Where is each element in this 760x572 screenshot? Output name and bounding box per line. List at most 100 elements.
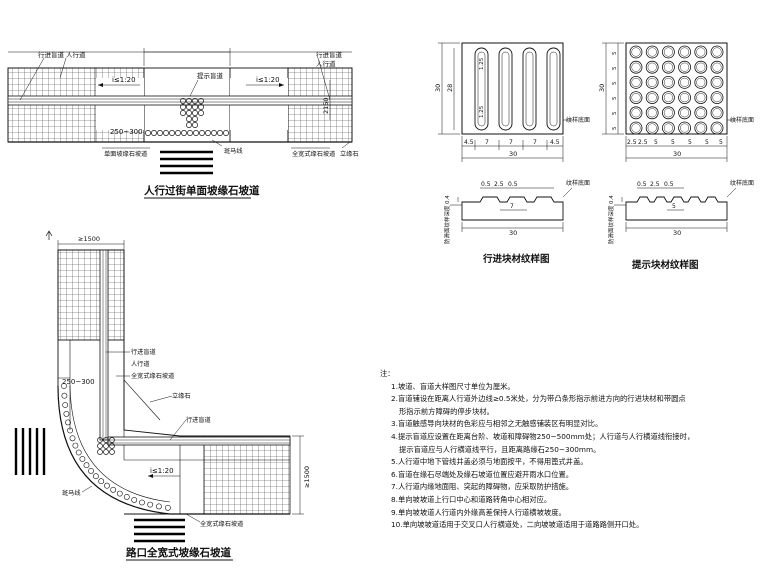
travel-tile-plan <box>438 42 573 232</box>
note-2-cont: 形指示前方障碍的停步块材。 <box>399 406 494 416</box>
warning-dot-inner <box>680 123 690 133</box>
warning-dots-corner <box>97 437 115 455</box>
dim-warn-5-h3: 5 <box>688 139 692 146</box>
warning-dot <box>629 91 643 104</box>
title-crossing: 人行过街单面坡缘石坡道 <box>144 184 260 197</box>
warning-dot-inner <box>647 123 657 133</box>
dim-warn-05-a: 0.5 <box>637 181 647 188</box>
warning-dot <box>62 402 69 408</box>
dim-travel-7-section: 7 <box>510 203 514 210</box>
corner-ramp-diagram <box>14 230 304 543</box>
warning-dot-inner <box>696 108 706 118</box>
warning-dot <box>67 427 73 434</box>
warning-dot <box>199 130 205 136</box>
dim-travel-30-vert: 30 <box>434 84 442 92</box>
label-crosswalk-2: 斑马线 <box>62 489 81 497</box>
warning-dot <box>93 473 99 480</box>
warning-dots-row <box>145 130 229 136</box>
label-sidewalk-2: 人行道 <box>316 59 336 68</box>
warning-dot <box>139 499 145 506</box>
warning-dot <box>694 45 708 59</box>
warning-dot <box>645 45 659 59</box>
dim-travel-30-bottom: 30 <box>509 150 517 158</box>
warning-dot-inner <box>712 108 722 118</box>
warning-dot <box>694 91 708 104</box>
warning-dot-inner <box>631 77 641 87</box>
dim-travel-7-b: 7 <box>509 139 513 146</box>
warning-dot <box>164 504 171 511</box>
warning-dot <box>645 60 659 74</box>
warning-dot <box>181 130 187 136</box>
note-7: 7.人行道内缘地面阻、突起的障碍物，应采取防护措施。 <box>391 482 574 492</box>
label-uniform-curb-1: 立缘石 <box>340 150 359 158</box>
note-10: 10.单向坡坡道适用于交叉口人行横道处，二向坡坡道适用于道路路侧开口处。 <box>391 520 644 530</box>
warning-dot-inner <box>696 77 706 87</box>
warning-dot-inner <box>663 47 673 57</box>
label-travel-blind-4: 行进盲道 <box>186 416 211 424</box>
label-full-curb-1: 全宽式缘石坡道 <box>292 150 335 158</box>
warning-dot <box>98 478 105 485</box>
warning-dot <box>662 60 675 74</box>
warning-dot <box>645 76 659 89</box>
warning-dot <box>694 60 708 74</box>
dim-warn-5-v5: 5 <box>612 111 618 115</box>
label-single-curb: 单面坡缘石坡道 <box>104 150 147 158</box>
label-anti-slip-2: 防滑面纹样深度 <box>607 205 615 244</box>
dim-travel-45-left: 4.5 <box>464 139 474 146</box>
dim-travel-7-c: 7 <box>533 139 537 146</box>
label-travel-blind-2: 行进盲道 <box>316 50 343 59</box>
label-texture-bottom-2: 纹样底面 <box>566 179 590 187</box>
warning-dot <box>61 383 67 389</box>
travel-blind-vertical <box>99 249 109 441</box>
dim-warn-5-h1: 5 <box>654 139 658 146</box>
warning-dot-inner <box>647 77 657 87</box>
warning-dots-center <box>180 98 204 128</box>
note-3: 3.盲道触感导向块材的色彩应与相邻之无触感铺装区有明显对比。 <box>391 419 603 429</box>
warning-dot <box>678 76 691 89</box>
warning-dot <box>187 130 193 136</box>
title-corner: 路口全宽式坡缘石坡道 <box>126 546 231 559</box>
warning-dot-inner <box>696 93 706 103</box>
warning-dot <box>694 76 708 89</box>
warning-dot <box>83 462 90 469</box>
warning-dot <box>69 435 76 442</box>
label-travel-blind-1: 行进盲道 <box>38 50 65 59</box>
note-4: 4.提示盲道应设置在距离台阶、坡道和障碍物250~500mm处；人行道与人行横道… <box>391 431 695 441</box>
travel-blind-horizontal <box>107 436 291 446</box>
warning-dot <box>205 130 211 136</box>
warning-dot <box>629 76 643 89</box>
dim-travel-7-a: 7 <box>485 139 489 146</box>
dim-travel-05-a: 0.5 <box>481 181 491 188</box>
warning-dot-inner <box>663 62 673 72</box>
label-full-curb-2: 全宽式缘石坡道 <box>131 372 174 380</box>
dim-travel-25: 2.5 <box>494 181 504 188</box>
warning-dot <box>678 60 691 74</box>
label-full-curb-3: 全宽式缘石坡道 <box>200 520 243 528</box>
label-warning-blind-1: 提示盲道 <box>197 71 224 80</box>
warning-dot <box>151 130 157 136</box>
dim-warn-5-h5: 5 <box>719 139 723 146</box>
travel-bars <box>474 47 561 131</box>
dim-travel-bar-top: 1.25 <box>479 57 485 70</box>
warning-dot <box>710 106 724 120</box>
warning-dot <box>710 121 724 135</box>
dim-warn-5-h2: 5 <box>671 139 675 146</box>
label-slope-1: i≤1:20 <box>112 76 136 84</box>
warning-dot-inner <box>712 62 722 72</box>
warning-dots-grid <box>629 45 724 135</box>
warning-dot-inner <box>680 93 690 103</box>
label-texture-bottom-3: 纹样底面 <box>730 116 754 124</box>
warning-dot <box>217 130 223 136</box>
warning-dot <box>629 121 643 135</box>
warning-dot-inner <box>712 47 722 57</box>
warning-dot <box>131 496 138 503</box>
dim-warn-04: 0.4 <box>609 195 615 204</box>
warning-dot <box>678 106 691 120</box>
note-6: 6.盲道在缘石尽端处及缘石坡道位置应避开雨水口位置。 <box>391 469 574 479</box>
warning-dot-inner <box>696 47 706 57</box>
warning-dot-inner <box>680 77 690 87</box>
warning-dot <box>123 493 130 500</box>
warning-dot-inner <box>680 108 690 118</box>
warning-dot-inner <box>631 62 641 72</box>
warning-dot <box>65 419 71 426</box>
